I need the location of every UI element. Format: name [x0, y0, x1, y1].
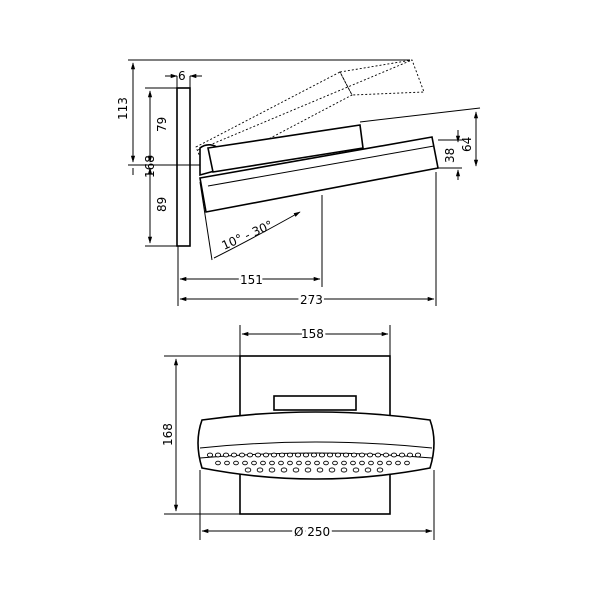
nozzle — [326, 452, 334, 458]
shower-arm-front — [273, 395, 357, 411]
nozzle — [224, 460, 230, 466]
nozzle — [390, 452, 398, 458]
nozzle — [242, 460, 248, 466]
nozzle — [238, 452, 246, 458]
nozzle — [364, 467, 372, 473]
front-view: 158 168 Ø 250 — [161, 325, 435, 542]
nozzle-array — [206, 452, 422, 473]
nozzle — [314, 460, 320, 466]
nozzle — [270, 452, 278, 458]
nozzle — [260, 460, 266, 466]
nozzle — [215, 460, 221, 466]
nozzle — [305, 460, 311, 466]
wall-plate — [176, 87, 191, 247]
dim-upper-height-label: 113 — [116, 97, 130, 120]
nozzle — [386, 460, 392, 466]
nozzle — [334, 452, 342, 458]
nozzle — [374, 452, 382, 458]
nozzle — [214, 452, 222, 458]
nozzle — [244, 467, 252, 473]
dim-tilt-angle-label: 10° - 30° — [220, 218, 275, 253]
nozzle — [296, 460, 302, 466]
dim-front-height-label: 168 — [161, 423, 175, 446]
dim-head-thickness-label: 38 — [443, 148, 457, 163]
nozzle — [414, 452, 422, 458]
nozzle — [280, 467, 288, 473]
nozzle — [304, 467, 312, 473]
shower-head-front — [197, 411, 435, 480]
dim-plate-width-label: 158 — [301, 327, 324, 341]
nozzle — [368, 460, 374, 466]
nozzle — [278, 460, 284, 466]
nozzle — [262, 452, 270, 458]
nozzle — [350, 452, 358, 458]
shower-arm — [207, 124, 364, 173]
nozzle — [302, 452, 310, 458]
nozzle — [294, 452, 302, 458]
nozzle — [323, 460, 329, 466]
nozzle — [254, 452, 262, 458]
dim-bracket-lower-label: 89 — [155, 197, 169, 212]
nozzle — [251, 460, 257, 466]
nozzle — [376, 467, 384, 473]
dim-wall-thickness-label: 6 — [178, 69, 186, 83]
dim-head-diameter-label: Ø 250 — [294, 525, 330, 539]
dim-head-height-label: 64 — [460, 137, 474, 152]
dim-total-depth-label: 273 — [300, 293, 323, 307]
nozzle — [342, 452, 350, 458]
nozzle — [395, 460, 401, 466]
nozzle — [377, 460, 383, 466]
nozzle — [292, 467, 300, 473]
nozzle — [230, 452, 238, 458]
nozzle — [246, 452, 254, 458]
nozzle — [206, 452, 214, 458]
nozzle — [256, 467, 264, 473]
nozzle — [318, 452, 326, 458]
dim-bracket-total-label: 168 — [143, 155, 157, 178]
nozzle — [233, 460, 239, 466]
nozzle — [398, 452, 406, 458]
nozzle — [358, 452, 366, 458]
nozzle — [332, 460, 338, 466]
nozzle — [350, 460, 356, 466]
nozzle — [278, 452, 286, 458]
nozzle — [286, 452, 294, 458]
nozzle — [359, 460, 365, 466]
nozzle — [268, 467, 276, 473]
nozzle — [222, 452, 230, 458]
nozzle — [341, 460, 347, 466]
nozzle — [269, 460, 275, 466]
nozzle — [404, 460, 410, 466]
nozzle — [382, 452, 390, 458]
nozzle — [366, 452, 374, 458]
nozzle — [316, 467, 324, 473]
nozzle — [310, 452, 318, 458]
nozzle — [340, 467, 348, 473]
nozzle — [287, 460, 293, 466]
nozzle — [352, 467, 360, 473]
nozzle — [328, 467, 336, 473]
nozzle — [406, 452, 414, 458]
dim-bracket-upper-label: 79 — [155, 117, 169, 132]
side-view: 6 113 79 168 89 38 64 10° - 30° — [116, 59, 481, 310]
dim-arm-depth-label: 151 — [240, 273, 263, 287]
